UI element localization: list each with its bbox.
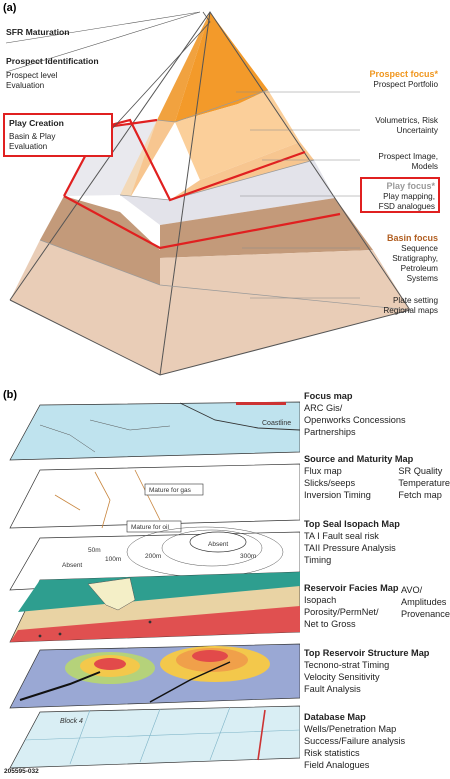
- coastline-label: Coastline: [262, 420, 291, 427]
- top-reservoir-structure-section: Top Reservoir Structure Map Tecnono-stra…: [304, 647, 450, 695]
- top-reservoir-structure-item-3: Fault Analysis: [304, 683, 450, 695]
- sequence-label-3: Petroleum: [318, 264, 438, 274]
- reservoir-facies-col1-2: Porosity/PermNet/: [304, 606, 379, 618]
- play-creation-box: Play Creation Basin & Play Evaluation: [3, 113, 113, 157]
- isopach-300-label: 300m: [240, 553, 256, 560]
- sequence-label-1: Sequence: [318, 244, 438, 254]
- top-seal-item-1: TA I Fault seal risk: [304, 530, 450, 542]
- isopach-50-label: 50m: [88, 547, 101, 554]
- focus-map-item-3: Partnerships: [304, 426, 450, 438]
- source-maturity-title: Source and Maturity Map: [304, 453, 450, 465]
- structure-closure-1-inner: [94, 658, 126, 670]
- facies-dot-2: [59, 633, 62, 636]
- top-seal-item-3: Timing: [304, 554, 450, 566]
- focus-map-red-mark: [236, 402, 286, 405]
- absent-label-1: Absent: [208, 541, 228, 548]
- source-maturity-col2-3: Fetch map: [398, 489, 450, 501]
- source-maturity-col1-3: Inversion Timing: [304, 489, 371, 501]
- play-mapping-label-2: FSD analogues: [362, 202, 435, 212]
- source-maturity-section: Source and Maturity Map Flux map Slicks/…: [304, 453, 450, 501]
- sequence-label-2: Stratigraphy,: [318, 254, 438, 264]
- structure-closure-2-inner: [192, 650, 228, 662]
- prospect-portfolio-label: Prospect Portfolio: [318, 80, 438, 90]
- top-reservoir-structure-title: Top Reservoir Structure Map: [304, 647, 450, 659]
- prospect-image-label-1: Prospect Image,: [318, 152, 438, 162]
- reservoir-facies-section: Reservoir Facies Map Isopach Porosity/Pe…: [304, 582, 450, 630]
- top-reservoir-structure-item-2: Velocity Sensitivity: [304, 671, 450, 683]
- mature-for-gas-label: Mature for gas: [149, 487, 192, 494]
- play-creation-sub-1: Basin & Play: [9, 132, 55, 142]
- source-maturity-layer: [10, 464, 300, 528]
- play-mapping-label-1: Play mapping,: [362, 192, 435, 202]
- sequence-label-4: Systems: [318, 274, 438, 284]
- play-creation-title: Play Creation: [9, 118, 64, 128]
- absent-label-2: Absent: [62, 562, 82, 569]
- top-seal-title: Top Seal Isopach Map: [304, 518, 450, 530]
- reservoir-facies-col1-3: Net to Gross: [304, 618, 379, 630]
- reservoir-facies-col1-1: Isopach: [304, 594, 379, 606]
- plate-setting-label-1: Plate setting: [318, 296, 438, 306]
- sfr-maturation-label: SFR Maturation: [6, 27, 70, 37]
- isopach-100-label: 100m: [105, 556, 121, 563]
- reservoir-facies-col2-1: AVO/: [401, 584, 450, 596]
- figure-id: 205595-032: [4, 768, 39, 775]
- source-maturity-col2-2: Temperature: [398, 477, 450, 489]
- facies-dot-3: [149, 621, 152, 624]
- database-map-item-3: Risk statistics: [304, 747, 450, 759]
- plate-setting-label-2: Regional maps: [318, 306, 438, 316]
- volumetrics-label-2: Uncertainty: [318, 126, 438, 136]
- database-map-item-4: Field Analogues: [304, 759, 450, 771]
- focus-map-title: Focus map: [304, 390, 450, 402]
- database-map-layer: [10, 706, 300, 768]
- block-label: Block 4: [60, 718, 83, 725]
- prospect-identification-sub-2: Evaluation: [6, 81, 44, 91]
- database-map-section: Database Map Wells/Penetration Map Succe…: [304, 711, 450, 771]
- volumetrics-label-1: Volumetrics, Risk: [318, 116, 438, 126]
- top-reservoir-structure-item-1: Tecnono-strat Timing: [304, 659, 450, 671]
- basin-focus-label: Basin focus: [318, 232, 438, 244]
- focus-map-item-2: Openworks Concessions: [304, 414, 450, 426]
- prospect-focus-label: Prospect focus*: [318, 68, 438, 80]
- mature-for-oil-label: Mature for oil: [131, 524, 169, 531]
- map-stack-diagram: Coastline Mature for gas Mature for oil …: [0, 400, 300, 770]
- reservoir-facies-col2-2: Amplitudes: [401, 596, 450, 608]
- top-seal-item-2: TAII Pressure Analysis: [304, 542, 450, 554]
- database-map-item-1: Wells/Penetration Map: [304, 723, 450, 735]
- reservoir-facies-col2-3: Provenance: [401, 608, 450, 620]
- database-map-item-2: Success/Failure analysis: [304, 735, 450, 747]
- prospect-identification-sub-1: Prospect level: [6, 71, 57, 81]
- database-map-title: Database Map: [304, 711, 450, 723]
- top-seal-section: Top Seal Isopach Map TA I Fault seal ris…: [304, 518, 450, 566]
- play-focus-label: Play focus*: [362, 181, 435, 192]
- focus-map-layer: [10, 402, 300, 460]
- play-creation-sub-2: Evaluation: [9, 142, 47, 152]
- facies-dot-1: [39, 635, 42, 638]
- play-focus-box: Play focus* Play mapping, FSD analogues: [360, 177, 440, 213]
- focus-map-item-1: ARC Gis/: [304, 402, 450, 414]
- prospect-image-label-2: Models: [318, 162, 438, 172]
- source-maturity-col1-2: Slicks/seeps: [304, 477, 371, 489]
- prospect-identification-title: Prospect Identification: [6, 56, 99, 66]
- source-maturity-col2-1: SR Quality: [398, 465, 450, 477]
- source-maturity-col1-1: Flux map: [304, 465, 371, 477]
- isopach-200-label: 200m: [145, 553, 161, 560]
- focus-map-section: Focus map ARC Gis/ Openworks Concessions…: [304, 390, 450, 438]
